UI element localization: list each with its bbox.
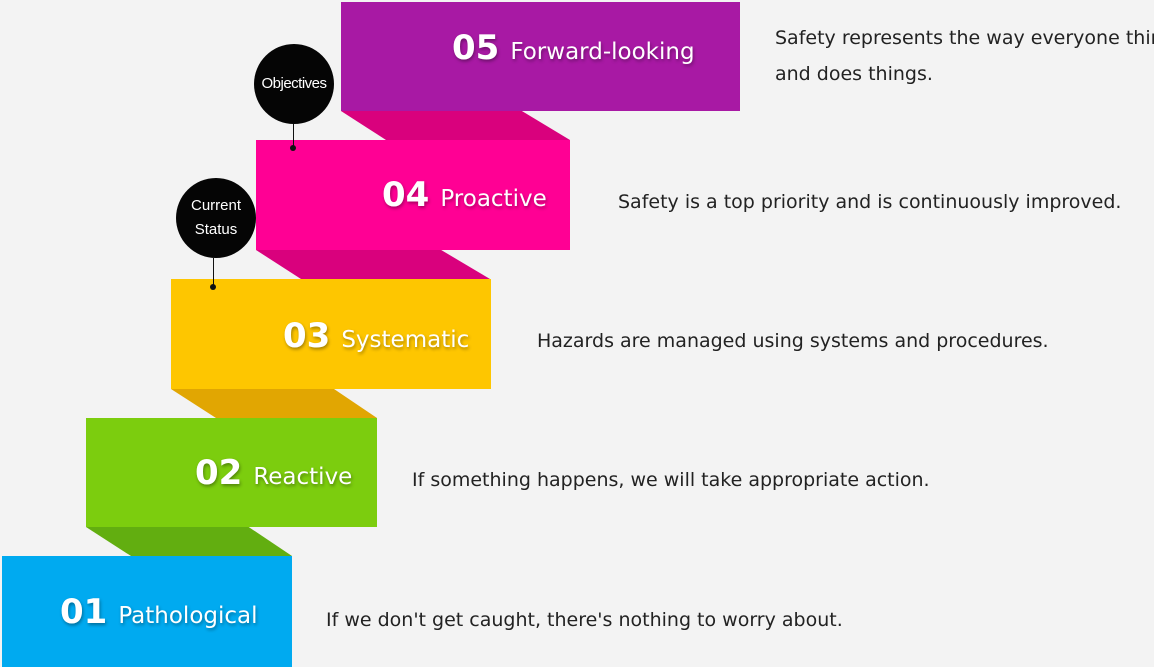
step-2-block bbox=[86, 418, 377, 527]
current-status-line-1: Current bbox=[190, 197, 242, 214]
objectives-connector bbox=[293, 124, 294, 148]
step-5-number: 05 bbox=[452, 28, 500, 68]
step-1-name: Pathological bbox=[118, 603, 258, 629]
step-5-label: 05 Forward-looking bbox=[452, 28, 695, 68]
step-2-name: Reactive bbox=[253, 464, 353, 490]
step-2-description: If something happens, we will take appro… bbox=[412, 469, 930, 491]
step-1-number: 01 bbox=[60, 592, 108, 632]
current-status-dot bbox=[210, 284, 216, 290]
step-4-block bbox=[256, 140, 570, 250]
step-5-description: Safety represents the way everyone think… bbox=[775, 20, 1154, 92]
step-5-name: Forward-looking bbox=[510, 39, 695, 65]
step-3-description: Hazards are managed using systems and pr… bbox=[537, 330, 1049, 352]
step-1-block bbox=[2, 556, 292, 667]
step-4-description: Safety is a top priority and is continuo… bbox=[618, 191, 1122, 213]
step-3-block bbox=[171, 279, 491, 389]
step-2-number: 02 bbox=[195, 453, 243, 493]
step-5-description-line-2: and does things. bbox=[775, 63, 933, 85]
step-3-number: 03 bbox=[283, 316, 331, 356]
step-5-block bbox=[341, 2, 740, 111]
objectives-label: Objectives bbox=[261, 75, 327, 92]
current-status-connector bbox=[213, 258, 214, 286]
objectives-dot bbox=[290, 145, 296, 151]
step-4-label: 04 Proactive bbox=[382, 175, 547, 215]
current-status-marker: Current Status bbox=[176, 178, 256, 258]
step-3-name: Systematic bbox=[341, 327, 470, 353]
step-1-label: 01 Pathological bbox=[60, 592, 258, 632]
step-4-number: 04 bbox=[382, 175, 430, 215]
current-status-line-2: Status bbox=[194, 221, 238, 238]
step-5-description-line-1: Safety represents the way everyone think… bbox=[775, 27, 1154, 49]
step-3-label: 03 Systematic bbox=[283, 316, 469, 356]
step-4-name: Proactive bbox=[440, 186, 547, 212]
step-1-description: If we don't get caught, there's nothing … bbox=[326, 609, 843, 631]
step-2-label: 02 Reactive bbox=[195, 453, 352, 493]
objectives-marker: Objectives bbox=[254, 44, 334, 124]
